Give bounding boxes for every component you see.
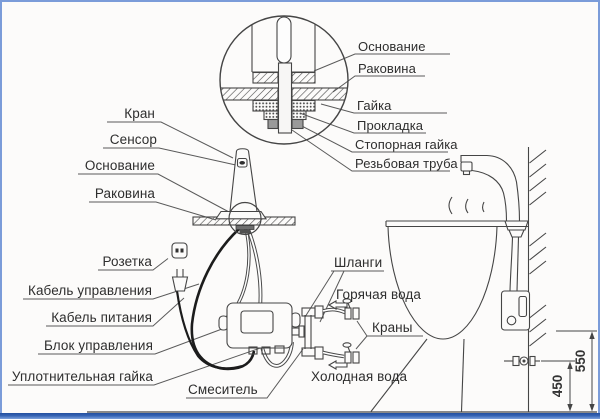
hot-water-valve	[342, 298, 360, 320]
label-prokladka: Прокладка	[357, 118, 424, 133]
detail-view-cross-section	[219, 15, 349, 145]
label-rezbovaya-truba: Резьбовая труба	[355, 156, 458, 171]
sealing-nut-cold	[314, 346, 324, 360]
control-box	[218, 302, 305, 355]
base-section-hatch	[252, 71, 279, 84]
faucet-body	[229, 148, 258, 213]
wall-hatching	[529, 149, 547, 347]
leader-lines	[8, 53, 450, 399]
cold-water-valve	[342, 342, 360, 364]
hot-hose-core	[322, 308, 346, 314]
label-smesitel: Смеситель	[188, 382, 258, 397]
label-goryachaya-voda: Горячая вода	[336, 287, 422, 302]
label-osnovanie-left: Основание	[84, 158, 155, 173]
dimension-550: 550	[573, 350, 588, 373]
power-socket-icon	[171, 242, 188, 259]
label-gaika: Гайка	[357, 98, 392, 113]
pedestal-right	[460, 338, 465, 412]
cold-hose-core	[322, 351, 345, 358]
side-view-sink	[370, 147, 547, 412]
mount-washer	[239, 230, 251, 234]
sensor-waves-icon	[448, 196, 485, 215]
lock-nut-section	[267, 118, 279, 130]
mixer-tee	[301, 305, 324, 360]
cold-flow-arrow-icon	[327, 360, 348, 370]
control-cable-black	[190, 228, 256, 371]
dimension-lines: 550 450	[541, 330, 597, 412]
label-rakovina-left: Раковина	[94, 186, 155, 201]
threaded-pipe-section	[277, 62, 293, 134]
pedestal-left	[370, 338, 428, 412]
dimension-450: 450	[550, 375, 565, 398]
label-rakovina-right: Раковина	[358, 61, 416, 76]
label-uplotnitelnaya-gaika: Уплотнительная гайка	[11, 369, 153, 384]
nut-section	[252, 99, 279, 112]
sensor-housing	[236, 157, 248, 168]
label-sensor: Сенсор	[109, 132, 157, 147]
label-rozetka: Розетка	[102, 254, 152, 269]
label-kabel-upravleniya: Кабель управления	[27, 283, 152, 298]
faucet-base-flange	[214, 210, 268, 220]
sealing-nut-hot	[314, 305, 324, 319]
label-krany: Краны	[372, 320, 413, 335]
label-kholodnaya-voda: Холодная вода	[311, 369, 408, 384]
magnifier-circle	[219, 15, 349, 145]
frame-bottom-bar	[0, 413, 600, 419]
wall-water-outlet-valve	[504, 355, 540, 367]
control-box-window	[240, 310, 274, 334]
label-blok-upravleniya: Блок управления	[43, 338, 153, 353]
zoom-reference-circle	[228, 201, 262, 236]
label-kran: Кран	[124, 106, 155, 121]
main-faucet-assembly	[171, 148, 360, 371]
side-view-faucet	[460, 154, 529, 238]
power-cable	[175, 290, 243, 370]
label-osnovanie-right: Основание	[358, 39, 426, 54]
gasket-section	[263, 110, 279, 121]
label-stopornaya-gaika: Стопорная гайка	[355, 137, 458, 152]
label-kabel-pitaniya: Кабель питания	[51, 310, 152, 325]
mount-nut	[235, 225, 255, 230]
power-plug-icon	[171, 269, 189, 292]
sink-bowl	[387, 226, 498, 340]
sensor-eye	[239, 161, 245, 165]
sink-section-hatch	[220, 87, 279, 101]
wall-control-box	[500, 290, 531, 331]
hot-flow-arrow-icon	[327, 300, 348, 310]
label-shlangi: Шланги	[334, 255, 383, 270]
sensor-window-slot	[276, 16, 292, 64]
